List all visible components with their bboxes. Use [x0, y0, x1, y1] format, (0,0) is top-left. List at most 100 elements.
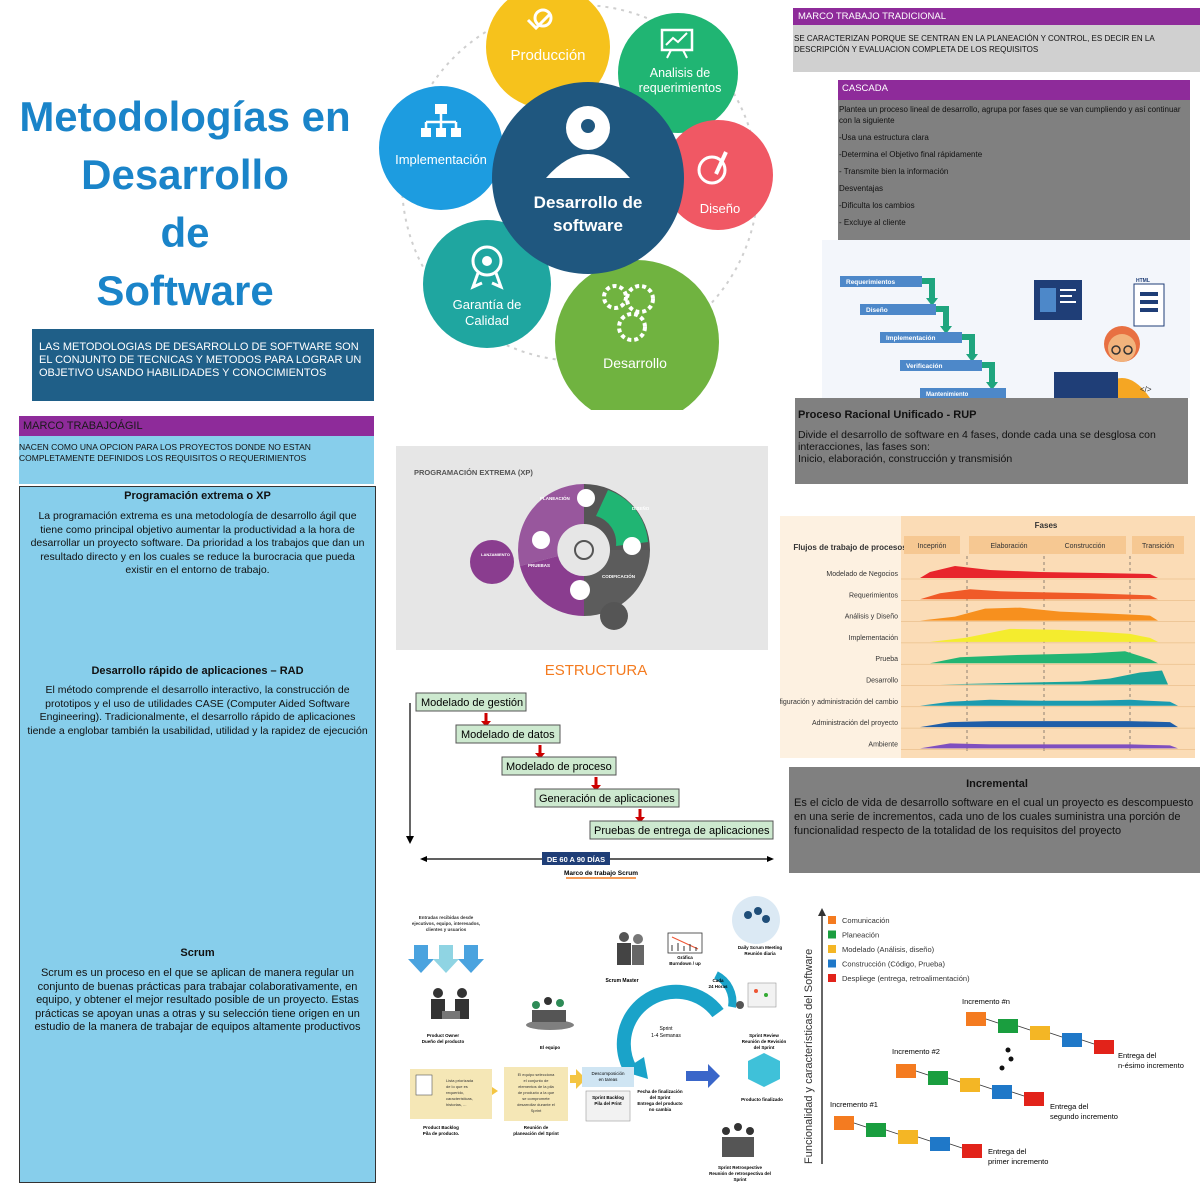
backlog-1: Product Backlog	[423, 1125, 459, 1130]
waterfall-diagram: Requerimientos Diseño Implementación Ver…	[822, 240, 1190, 398]
rup-row-label: Administración del proyecto	[812, 720, 898, 727]
incremental-text: Es el ciclo de vida de desarrollo softwa…	[794, 797, 1194, 837]
scrum-text: Scrum es un proceso en el que se aplican…	[34, 967, 361, 1033]
implementacion-label: Implementación	[395, 152, 487, 167]
scrum-entradas-2: ejecutivos, equipo, interesados,	[412, 921, 480, 926]
rup-title: Proceso Racional Unificado - RUP	[798, 409, 977, 421]
desarrollo-label: Desarrollo	[603, 355, 667, 371]
lista-3: requerido,	[446, 1090, 464, 1095]
team-icon	[526, 997, 574, 1030]
rad-title: Desarrollo rápido de aplicaciones – RAD	[91, 665, 304, 677]
lista-5: historias, ...	[446, 1102, 466, 1107]
analisis-label-1: Analisis de	[650, 66, 710, 80]
rup-row-label: Ambiente	[868, 741, 898, 748]
rad-step-4: Generación de aplicaciones	[534, 788, 680, 808]
lista-4: características,	[446, 1096, 473, 1101]
planeacion-1: Reunión de	[524, 1125, 549, 1130]
retrospective-icon	[722, 1123, 754, 1157]
pencil-icon	[570, 580, 590, 600]
cascada-line-3: -Determina el Objetivo final rápidamente	[839, 150, 983, 159]
waterfall-step-1-label: Requerimientos	[846, 279, 896, 286]
xp-diseno-label: DISEÑO	[632, 505, 650, 511]
incn-label: Incremento #n	[962, 997, 1010, 1006]
seleccion-3: elementos de la pila	[518, 1084, 554, 1089]
rup-row-label: Análisis y Diseño	[845, 614, 898, 621]
rad-title-label: ESTRUCTURA	[545, 662, 648, 679]
diseno-label: Diseño	[700, 201, 740, 216]
cada-1: Cada	[712, 978, 724, 983]
waterfall-step-2: Diseño	[860, 304, 952, 334]
rad-step-3: Modelado de proceso	[501, 756, 617, 776]
page-title: Metodologías en Desarrollo de Software	[0, 88, 370, 320]
hierarchy-icon	[421, 104, 461, 137]
grafica-2: Burndown / up	[669, 961, 701, 966]
increment-activity-block	[866, 1123, 886, 1137]
legend-swatch	[828, 916, 836, 924]
ellipsis-dots	[999, 1047, 1014, 1071]
seleccion-6: desarrollar durante el	[517, 1102, 555, 1107]
award-icon	[470, 245, 504, 290]
rad-step-2-label: Modelado de datos	[461, 729, 555, 741]
center-label-1: Desarrollo de	[534, 193, 643, 212]
rad-structure-diagram: ESTRUCTURA Modelado de gestión Modelado …	[406, 662, 774, 866]
analisis-label-2: requerimientos	[639, 81, 722, 95]
review-1: Sprint Review	[749, 1033, 779, 1038]
rup-workflow-area	[920, 589, 1158, 600]
sprint-cycle-arrow	[616, 984, 724, 1080]
rup-workflow-area	[920, 699, 1178, 706]
agil-description: NACEN COMO UNA OPCION PARA LOS PROYECTOS…	[19, 436, 374, 484]
legend-label: Construcción (Código, Prueba)	[842, 960, 945, 969]
rup-workflow-area	[930, 651, 1158, 664]
descomp-2: en tareas	[599, 1077, 619, 1082]
waterfall-step-2-label: Diseño	[866, 307, 888, 314]
cascada-line-4: - Transmite bien la información	[839, 167, 949, 176]
rup-phase-label: Inceprión	[918, 543, 947, 550]
incremental-title: Incremental	[966, 778, 1028, 790]
intro-box: LAS METODOLOGIAS DE DESARROLLO DE SOFTWA…	[32, 329, 374, 401]
seleccion-7: Sprint	[531, 1108, 542, 1113]
legend-label: Despliege (entrega, retroalimentación)	[842, 974, 970, 983]
xp-codificacion-segment	[584, 550, 650, 616]
ent2-label-1: Entrega del	[1050, 1102, 1089, 1111]
xp-diagram: PROGRAMACIÓN EXTREMA (XP) PLANEACIÓN DIS…	[396, 446, 768, 650]
delivery-arrow	[686, 1064, 720, 1088]
increment-activity-block	[930, 1137, 950, 1151]
increment-activity-block	[1094, 1040, 1114, 1054]
seleccion-2: el conjunto de	[524, 1078, 550, 1083]
rad-step-1: Modelado de gestión	[415, 692, 527, 712]
increment-activity-block	[928, 1071, 948, 1085]
developer-avatar: </>	[1054, 326, 1152, 398]
product-owner-2: Dueño del producto	[422, 1039, 465, 1044]
waterfall-step-3: Implementación	[880, 332, 978, 362]
increment-activity-block	[962, 1144, 982, 1158]
html-label: HTML	[1136, 278, 1150, 284]
rup-workflow-area	[920, 566, 1158, 578]
daily-1: Daily Scrum Meeting	[738, 945, 783, 950]
tools-icon	[532, 531, 550, 549]
xp-diseno-segment	[596, 490, 648, 546]
scrum-entradas-1: Entradas recibidas desde	[419, 915, 474, 920]
rup-phase-label: Transición	[1142, 543, 1174, 550]
fecha-4: no cambia	[649, 1107, 672, 1112]
rup-phase-box	[1044, 536, 1126, 554]
cada-2: 24 Horas	[708, 984, 728, 989]
inc-ylabel: Funcionalidad y características del Soft…	[803, 949, 815, 1164]
legend-swatch	[828, 959, 836, 968]
fecha-3: Entrega del producto	[637, 1101, 683, 1106]
product-owner-1: Product Owner	[427, 1033, 460, 1038]
scrum-master-icon	[617, 932, 644, 965]
increment-activity-block	[1030, 1026, 1050, 1040]
analisis-node: Analisis de requerimientos	[618, 13, 738, 133]
rup-workflow-area	[930, 628, 1158, 642]
sprint-selection-card	[504, 1067, 568, 1121]
sprint-2: 1-4 Semanas	[651, 1033, 681, 1039]
entn-label-1: Entrega del	[1118, 1051, 1157, 1060]
ent1-label-2: primer incremento	[988, 1157, 1048, 1166]
rup-phases: Inicio, elaboración, construcción y tran…	[798, 453, 1013, 465]
rad-duration-badge	[542, 852, 610, 866]
produccion-node: Producción	[486, 0, 610, 109]
rup-phase-box	[904, 536, 960, 554]
increment-activity-block	[992, 1085, 1012, 1099]
increment-activity-block	[1024, 1092, 1044, 1106]
increment-activity-block	[966, 1012, 986, 1026]
